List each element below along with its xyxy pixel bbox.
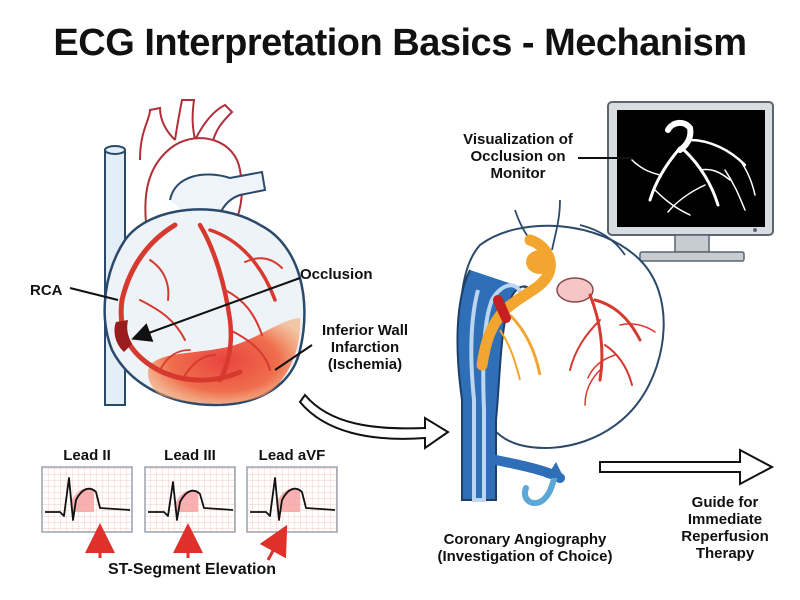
infarct-zone [148, 318, 301, 404]
st-arrow-3 [259, 524, 288, 561]
angiogram-image [631, 120, 756, 216]
lead-ii-title: Lead II [63, 447, 111, 464]
lead-avf-title: Lead aVF [258, 447, 326, 464]
occlusion-pointer [131, 277, 301, 342]
label-infarction: Inferior Wall Infarction (Ischemia) [321, 322, 409, 373]
occlusion-plaque [114, 320, 132, 352]
lead-iii-title: Lead III [164, 447, 216, 464]
label-reperfusion: Guide for Immediate Reperfusion Therapy [681, 494, 769, 562]
ecg-lead-iii [144, 466, 236, 533]
infarct-pointer [274, 344, 313, 371]
angiography-illustration [456, 199, 665, 506]
rca-pointer [69, 287, 119, 301]
ecg-lead-ii [41, 466, 133, 533]
flow-arrow-to-therapy [599, 448, 775, 486]
label-rca: RCA [30, 282, 63, 299]
ecg-lead-avf [246, 466, 338, 533]
label-occlusion: Occlusion [300, 266, 373, 283]
valve-ring [556, 277, 594, 303]
page-title: ECG Interpretation Basics - Mechanism [53, 22, 747, 64]
monitor [578, 101, 774, 262]
catheter [469, 283, 522, 502]
label-angiography: Coronary Angiography (Investigation of C… [437, 531, 613, 565]
label-monitor: Visualization of Occlusion on Monitor [463, 131, 573, 182]
angio-occlusion [493, 295, 511, 323]
flow-arrow-to-angiography [298, 393, 450, 450]
heart-illustration [69, 99, 313, 407]
left-coronary-tree [569, 293, 656, 406]
label-st-elevation: ST-Segment Elevation [107, 561, 277, 578]
